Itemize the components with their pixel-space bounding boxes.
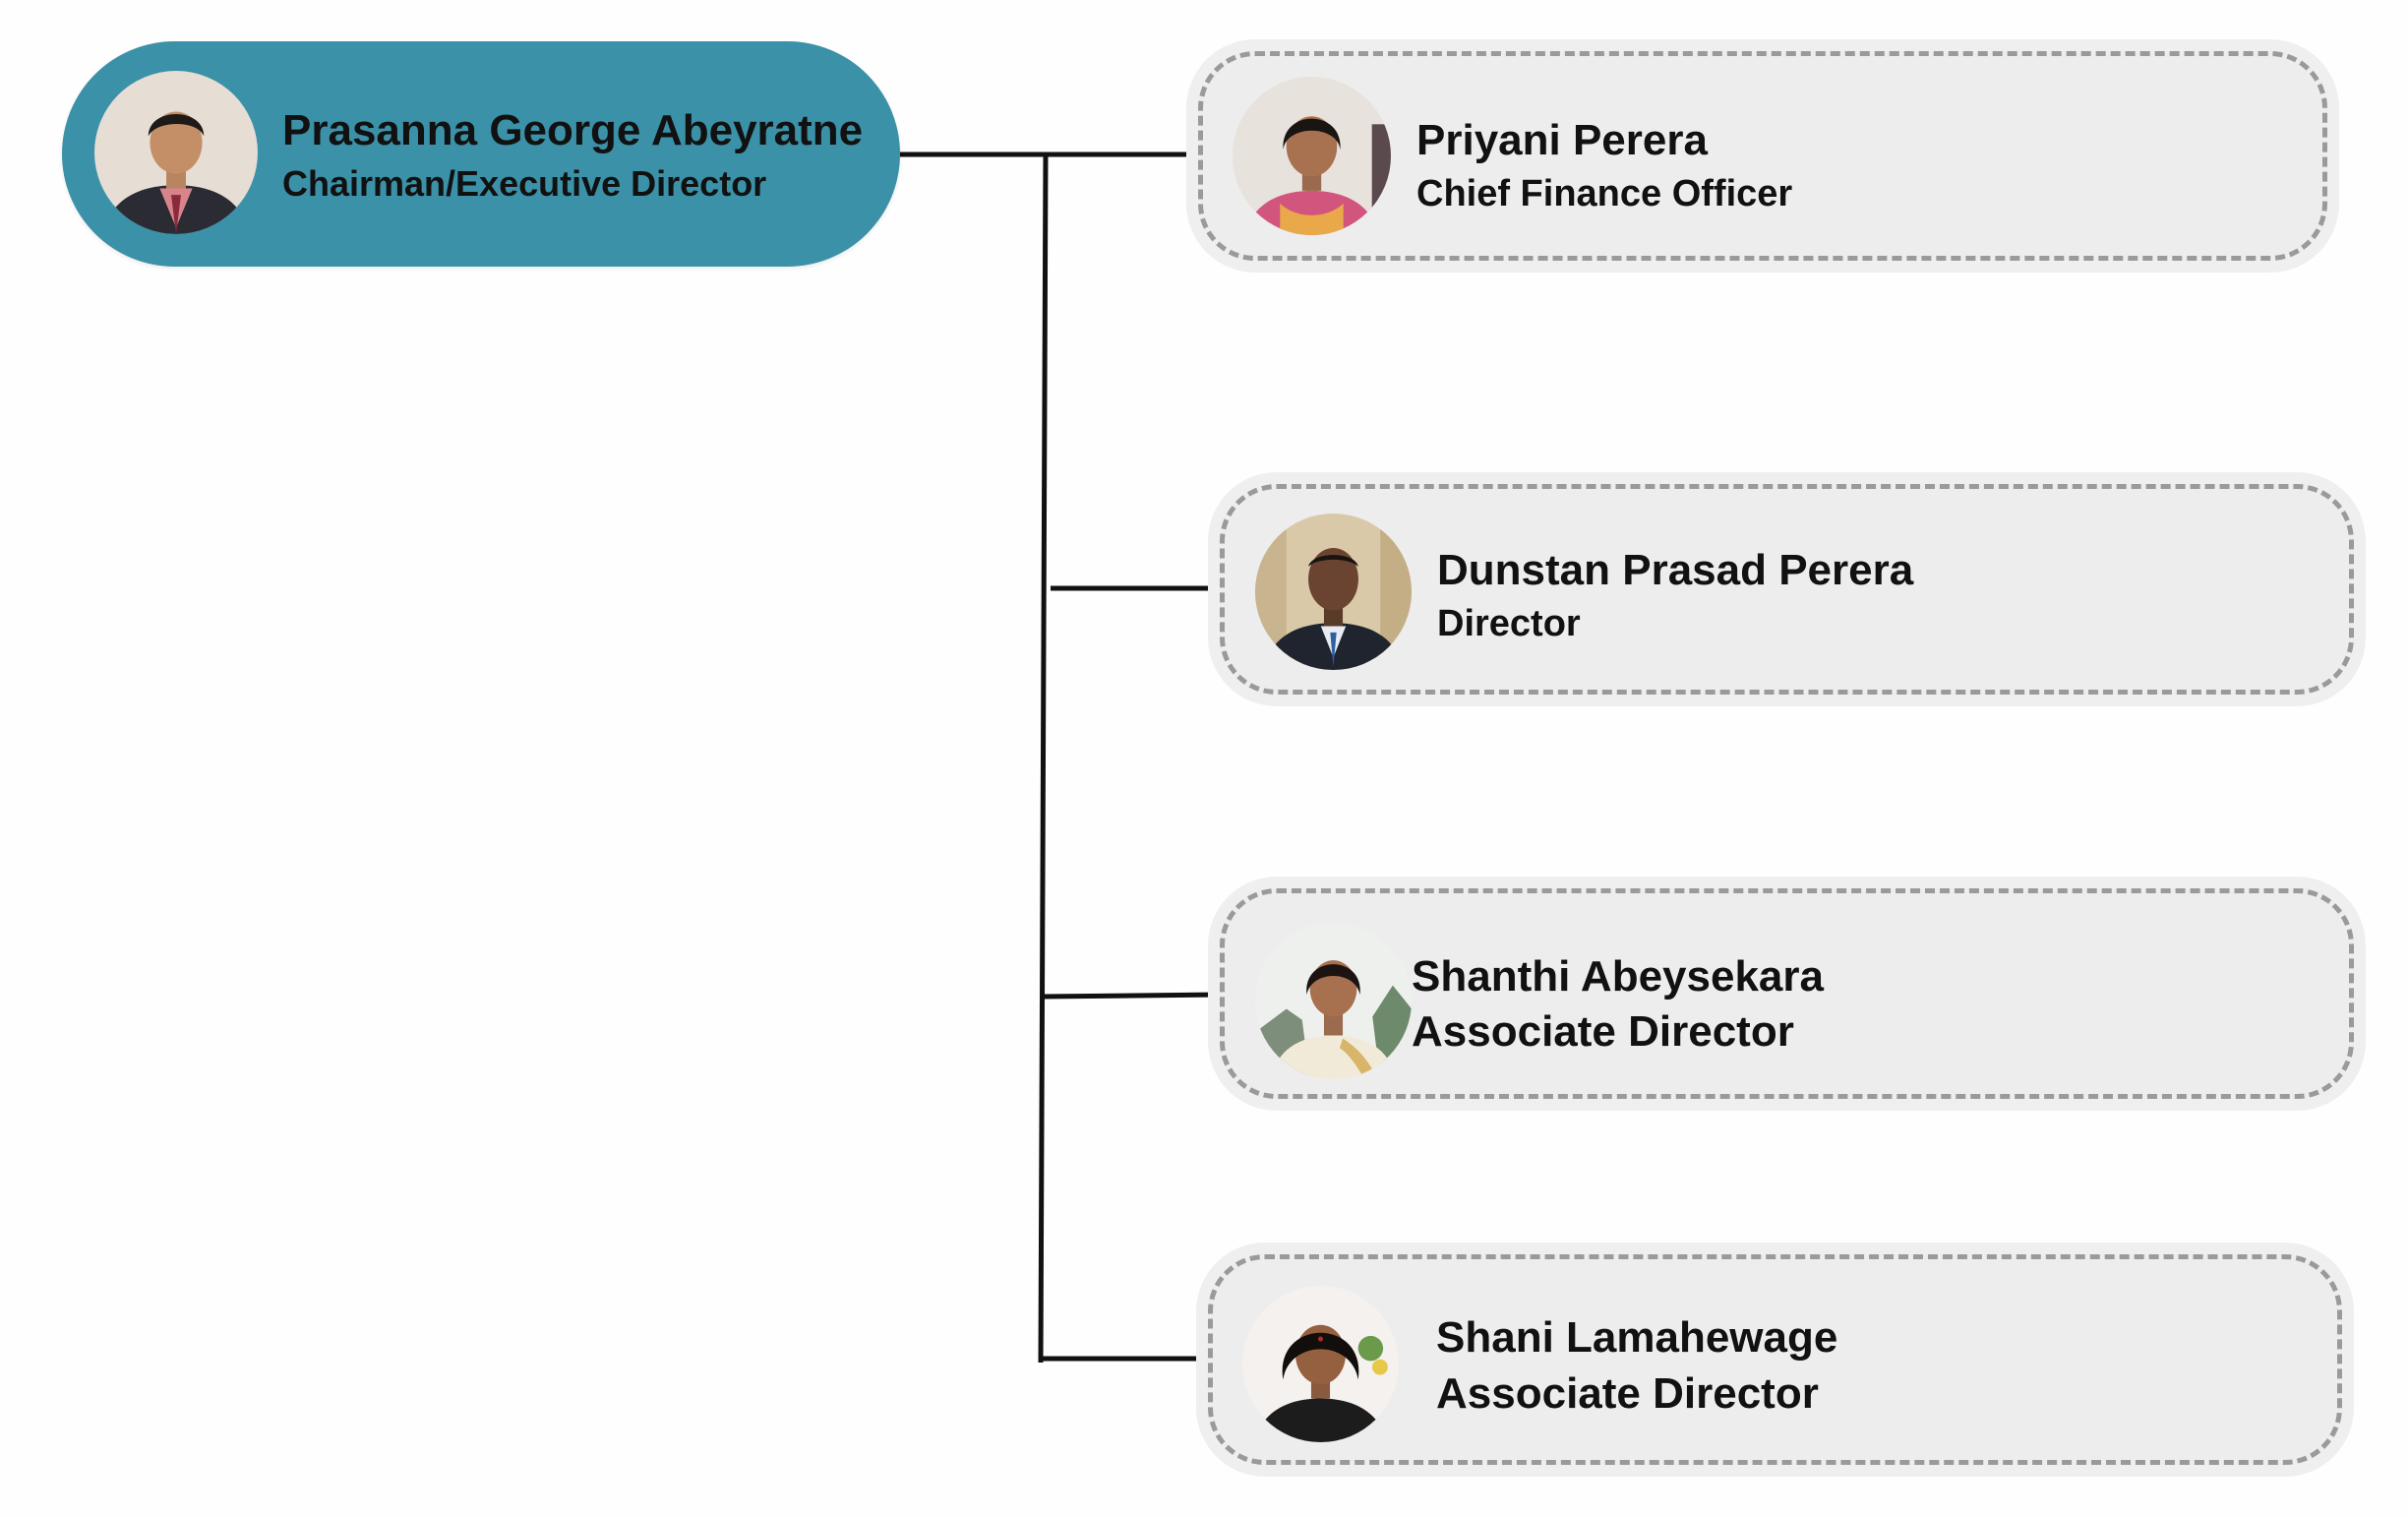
member-role: Director: [1437, 603, 1581, 644]
root-name: Prasanna George Abeyratne: [282, 106, 864, 154]
member-name: Priyani Perera: [1416, 116, 1708, 164]
member-role: Associate Director: [1436, 1369, 1819, 1418]
member-name: Dunstan Prasad Perera: [1437, 546, 1914, 594]
branch-connector-associate-1: [1042, 992, 1221, 1000]
member-card-priyani: Priyani Perera Chief Finance Officer: [1198, 51, 2327, 261]
vertical-trunk: [1038, 152, 1049, 1364]
root-node-chairman: Prasanna George Abeyratne Chairman/Execu…: [62, 41, 900, 267]
member-card-shanthi: Shanthi Abeysekara Associate Director: [1220, 888, 2354, 1099]
avatar-dunstan: [1255, 514, 1412, 670]
member-card-shani: Shani Lamahewage Associate Director: [1208, 1254, 2342, 1465]
avatar-prasanna: [94, 71, 258, 234]
avatar-shanthi: [1255, 923, 1412, 1079]
person-photo-icon: [1242, 1286, 1399, 1442]
person-photo-icon: [1255, 514, 1412, 670]
member-role: Associate Director: [1412, 1007, 1794, 1056]
avatar-priyani: [1233, 77, 1391, 235]
member-name: Shani Lamahewage: [1436, 1313, 1838, 1362]
member-role: Chief Finance Officer: [1416, 173, 1793, 214]
member-name: Shanthi Abeysekara: [1412, 952, 1824, 1001]
member-card-dunstan: Dunstan Prasad Perera Director: [1220, 484, 2354, 695]
person-photo-icon: [1255, 923, 1412, 1079]
avatar-shani: [1242, 1286, 1399, 1442]
root-role: Chairman/Executive Director: [282, 163, 767, 204]
person-photo-icon: [1233, 77, 1391, 235]
person-photo-icon: [94, 71, 258, 234]
